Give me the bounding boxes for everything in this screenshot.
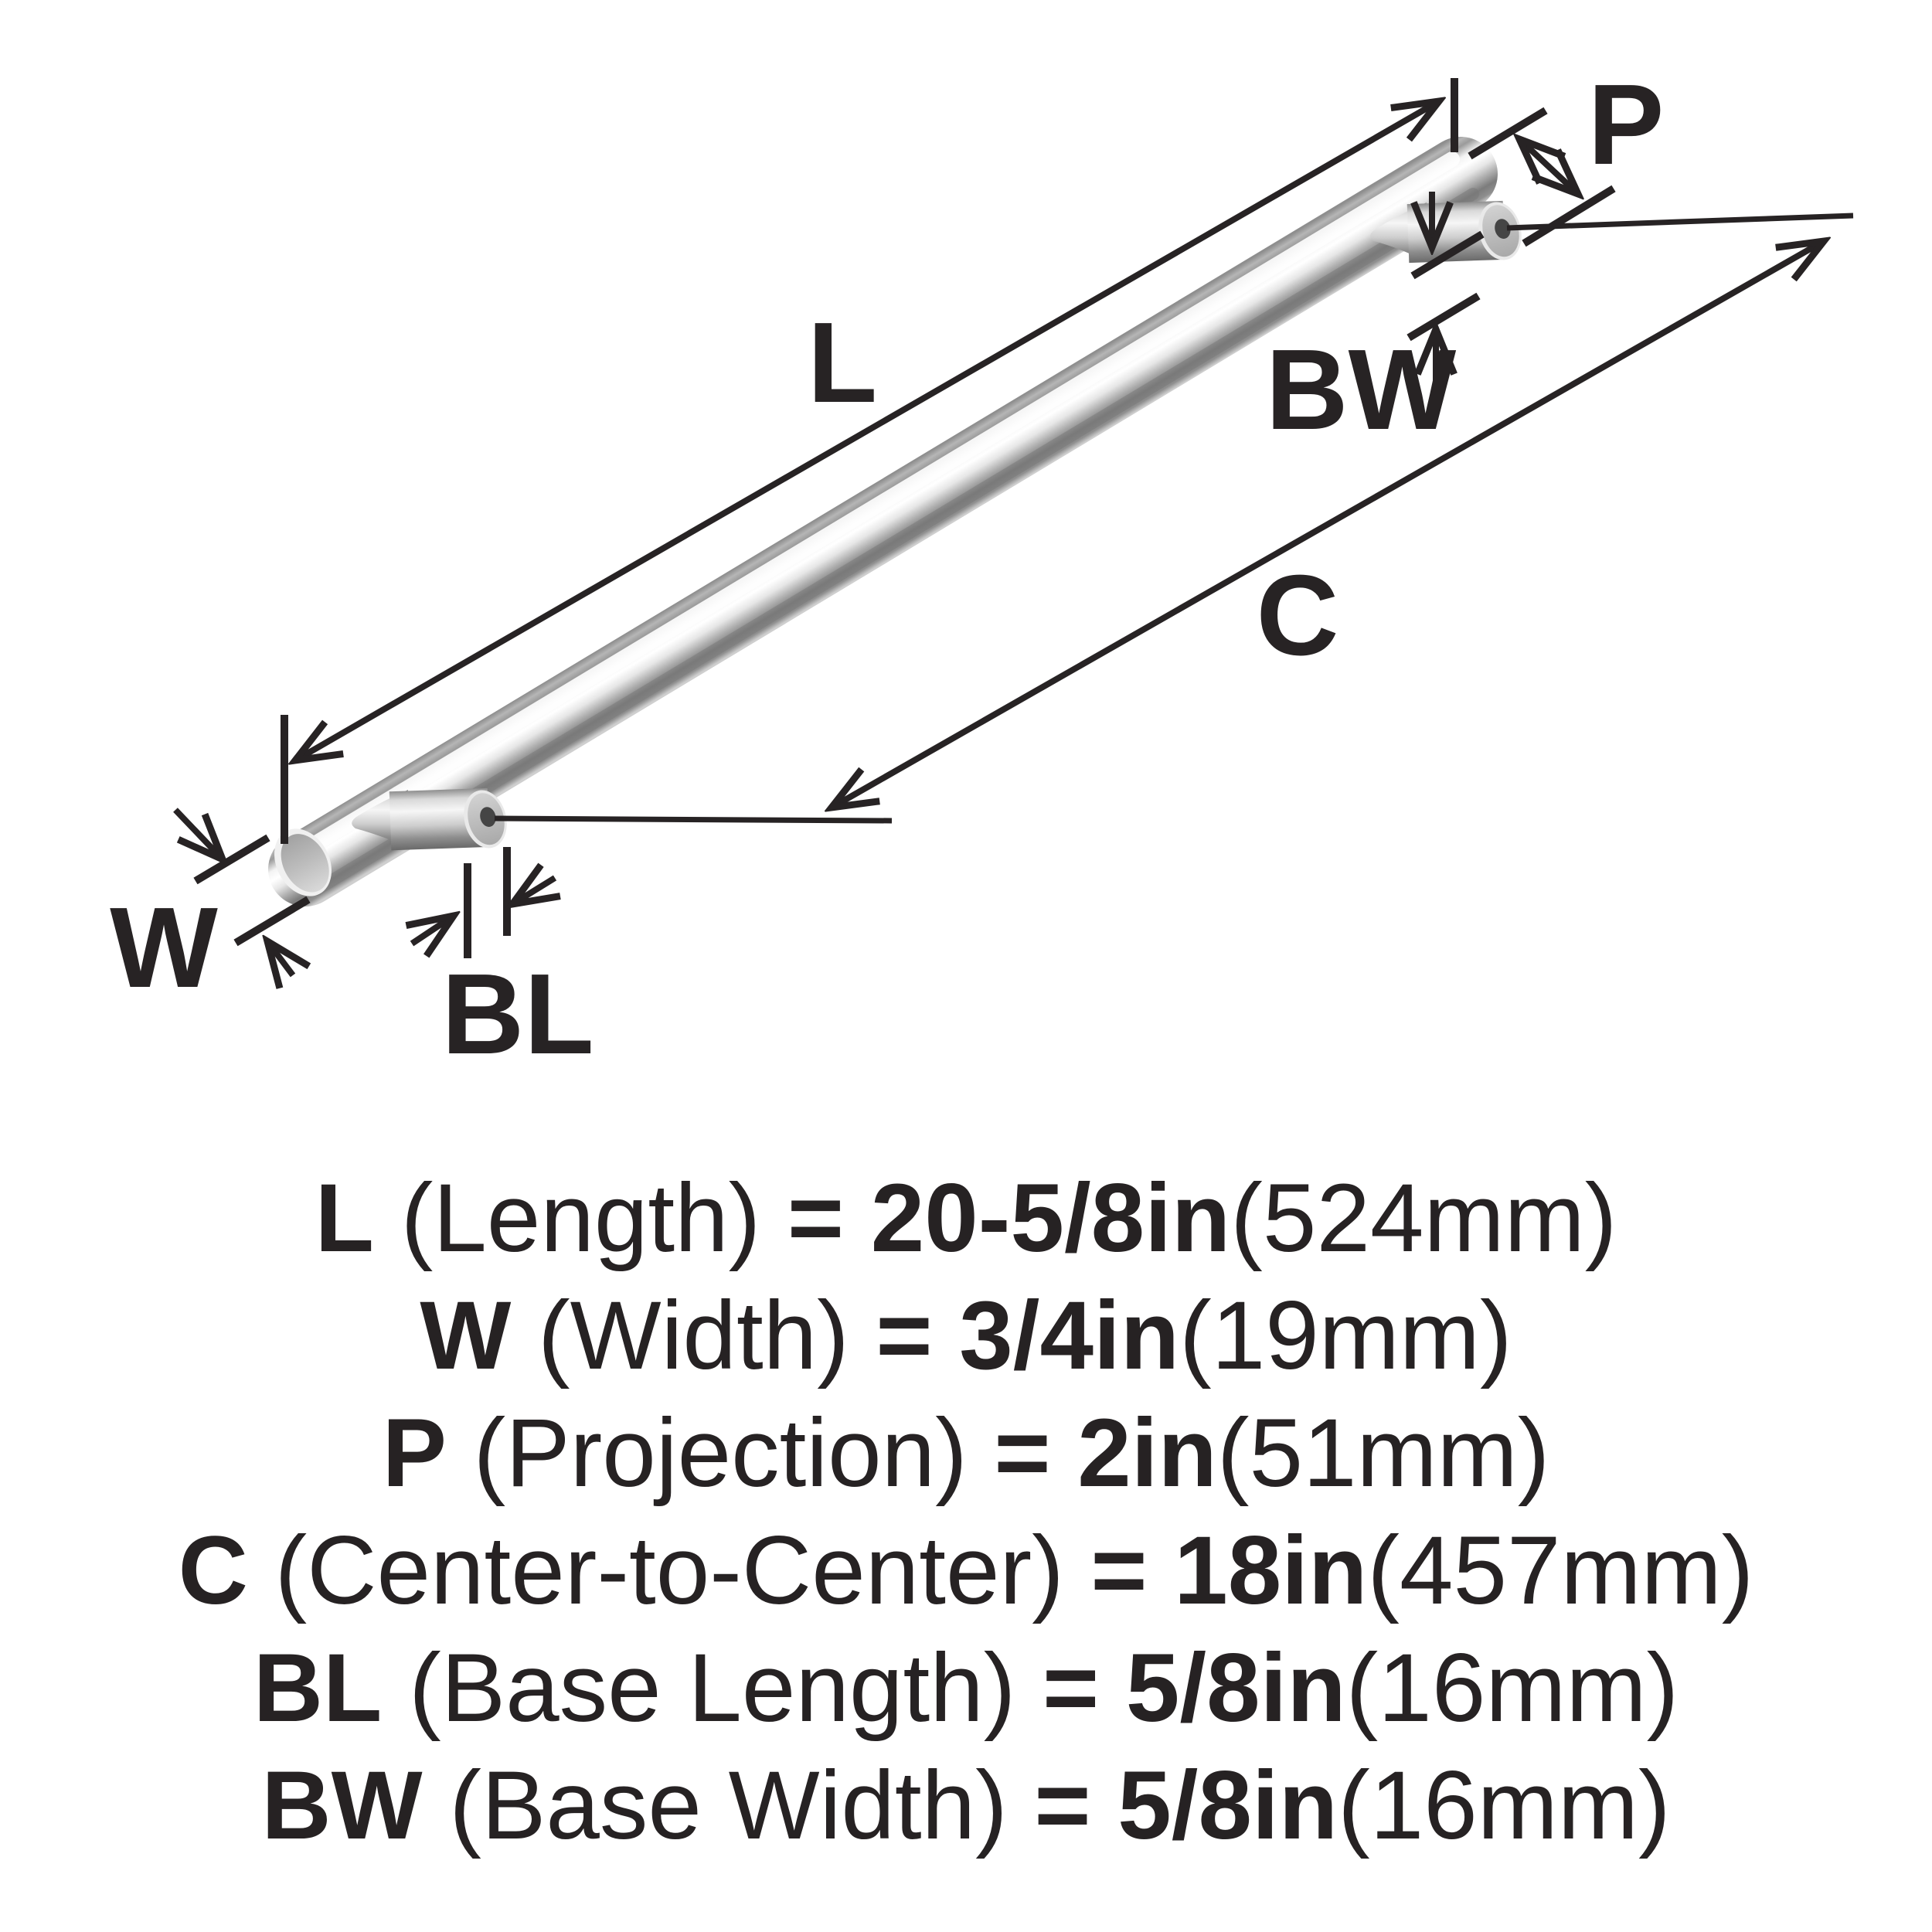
width-arrow-lower [267,941,293,975]
spec-code: C [178,1517,248,1624]
bar-end-cap [274,828,332,896]
screw-hole [1495,219,1511,239]
spec-line-base-length: BL (Base Length) = 5/8in(16mm) [0,1630,1932,1747]
spec-code: BW [261,1752,423,1859]
bar-pull-handle [268,137,1522,906]
projection-dimension-arrow [1519,139,1578,194]
center-label: C [1257,552,1339,679]
spec-value: = 2in [994,1400,1217,1507]
dimension-callouts: L C P BW [110,61,1854,1078]
dimension-base-length: BL [412,847,594,1078]
spec-name: (Base Width) [422,1752,1035,1859]
projection-tick-lower [1522,185,1616,247]
spec-code: L [315,1165,374,1272]
projection-label: P [1588,61,1665,189]
center-leader-bottom [494,815,893,824]
spec-name: (Length) [374,1165,788,1272]
dimension-projection: P [1468,61,1665,247]
spec-code: P [382,1400,447,1507]
screw-hole [480,807,496,827]
spec-list: L (Length) = 20-5/8in(524mm) W (Width) =… [0,1160,1932,1865]
base-width-tick-upper [1410,230,1485,280]
width-label: W [110,884,218,1012]
spec-metric: (457mm) [1367,1517,1754,1624]
length-label: L [808,299,877,427]
spec-metric: (16mm) [1345,1634,1679,1742]
spec-metric: (16mm) [1338,1752,1671,1859]
spec-value: = 3/4in [876,1282,1180,1389]
mounting-post-bottom [352,787,507,851]
spec-code: BL [253,1634,383,1742]
base-length-arrow-left [412,916,454,944]
spec-name: (Projection) [446,1400,995,1507]
width-tick-upper [193,834,270,885]
spec-line-base-width: BW (Base Width) = 5/8in(16mm) [0,1747,1932,1865]
handle-bar [268,137,1498,906]
base-length-label: BL [441,951,594,1078]
spec-line-projection: P (Projection) = 2in(51mm) [0,1395,1932,1512]
spec-value: = 20-5/8in [787,1165,1231,1272]
center-leader-top [1506,213,1854,231]
spec-metric: (19mm) [1179,1282,1512,1389]
spec-line-width: W (Width) = 3/4in(19mm) [0,1277,1932,1395]
spec-name: (Base Length) [382,1634,1043,1742]
spec-value: = 5/8in [1043,1634,1346,1742]
dimension-center-to-center: C [494,213,1854,824]
dimension-base-width: BW [1266,192,1485,454]
center-dimension-line [832,241,1824,808]
width-tick-lower [233,896,311,947]
bar-highlight [289,151,1460,862]
spec-code: W [420,1282,512,1389]
base-length-arrow-right [512,878,555,904]
spec-name: (Center-to-Center) [247,1517,1091,1624]
spec-metric: (524mm) [1230,1165,1617,1272]
dimension-length: L [281,78,1458,844]
spec-name: (Width) [511,1282,876,1389]
base-width-label: BW [1266,326,1457,454]
dimension-width: W [110,808,311,1012]
spec-line-length: L (Length) = 20-5/8in(524mm) [0,1160,1932,1277]
spec-line-center-to-center: C (Center-to-Center) = 18in(457mm) [0,1512,1932,1630]
post-body [389,787,490,851]
post-face [464,790,507,849]
spec-metric: (51mm) [1216,1400,1550,1507]
spec-value: = 5/8in [1034,1752,1338,1859]
spec-value: = 18in [1090,1517,1368,1624]
projection-tick-upper [1468,107,1548,160]
width-arrow-upper [173,808,223,859]
